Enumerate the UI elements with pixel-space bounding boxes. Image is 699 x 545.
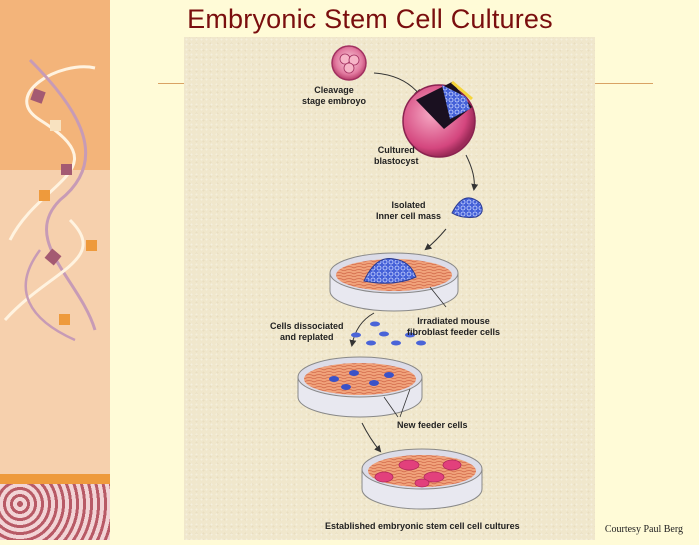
label-inner-cell-mass: Isolated Inner cell mass — [376, 200, 441, 222]
label-dissociated-line1: Cells dissociated — [270, 321, 344, 331]
cleavage-embryo-illustration — [331, 45, 367, 81]
decorative-orange-band — [0, 474, 110, 484]
label-blastocyst: Cultured blastocyst — [374, 145, 419, 167]
arrow-icm-to-dish — [424, 228, 447, 251]
replated-dish — [297, 356, 423, 418]
label-feeder-cells: Irradiated mouse fibroblast feeder cells — [407, 316, 500, 338]
decorative-swirl-pattern — [0, 484, 110, 540]
decorative-side-strip — [0, 0, 110, 540]
pointer-new-feeder — [383, 388, 411, 418]
pointer-feeder-cells — [429, 286, 447, 308]
established-culture-dish — [361, 448, 483, 510]
label-cleavage-line2: stage embroyo — [302, 96, 367, 106]
label-cleavage-line1: Cleavage — [314, 85, 354, 95]
arrow-blastocyst-to-icm — [465, 154, 479, 191]
image-credit: Courtesy Paul Berg — [604, 524, 683, 535]
arrow-to-established — [361, 422, 382, 453]
feeder-dish-with-colony — [329, 252, 459, 312]
dissociated-cells — [351, 321, 426, 346]
title-rule-left — [158, 83, 184, 84]
arrow-embryo-to-blastocyst — [373, 72, 422, 97]
inner-cell-mass-illustration — [451, 197, 483, 218]
diagram-panel: Cleavage stage embroyo Cultured blastocy… — [184, 37, 595, 540]
label-established-cultures: Established embryonic stem cell cell cul… — [325, 521, 520, 531]
blastocyst-illustration — [402, 80, 476, 158]
label-dissociated-line2: and replated — [280, 332, 334, 342]
label-cleavage-embryo: Cleavage stage embroyo — [302, 85, 366, 107]
arrow-dish-to-replate — [349, 312, 375, 347]
label-feeder-line1: Irradiated mouse — [417, 316, 490, 326]
label-blastocyst-line1: Cultured — [377, 145, 415, 155]
label-feeder-line2: fibroblast feeder cells — [407, 327, 501, 337]
slide-title: Embryonic Stem Cell Cultures — [187, 4, 553, 34]
label-icm-line2: Inner cell mass — [376, 211, 442, 221]
culture-process-diagram — [297, 45, 483, 510]
label-new-feeder-cells: New feeder cells — [397, 420, 468, 430]
decorative-ribbon-graphic — [3, 58, 97, 342]
label-cells-dissociated: Cells dissociated and replated — [270, 321, 344, 343]
title-rule-right — [595, 83, 653, 84]
label-icm-line1: Isolated — [391, 200, 426, 210]
label-blastocyst-line2: blastocyst — [374, 156, 419, 166]
